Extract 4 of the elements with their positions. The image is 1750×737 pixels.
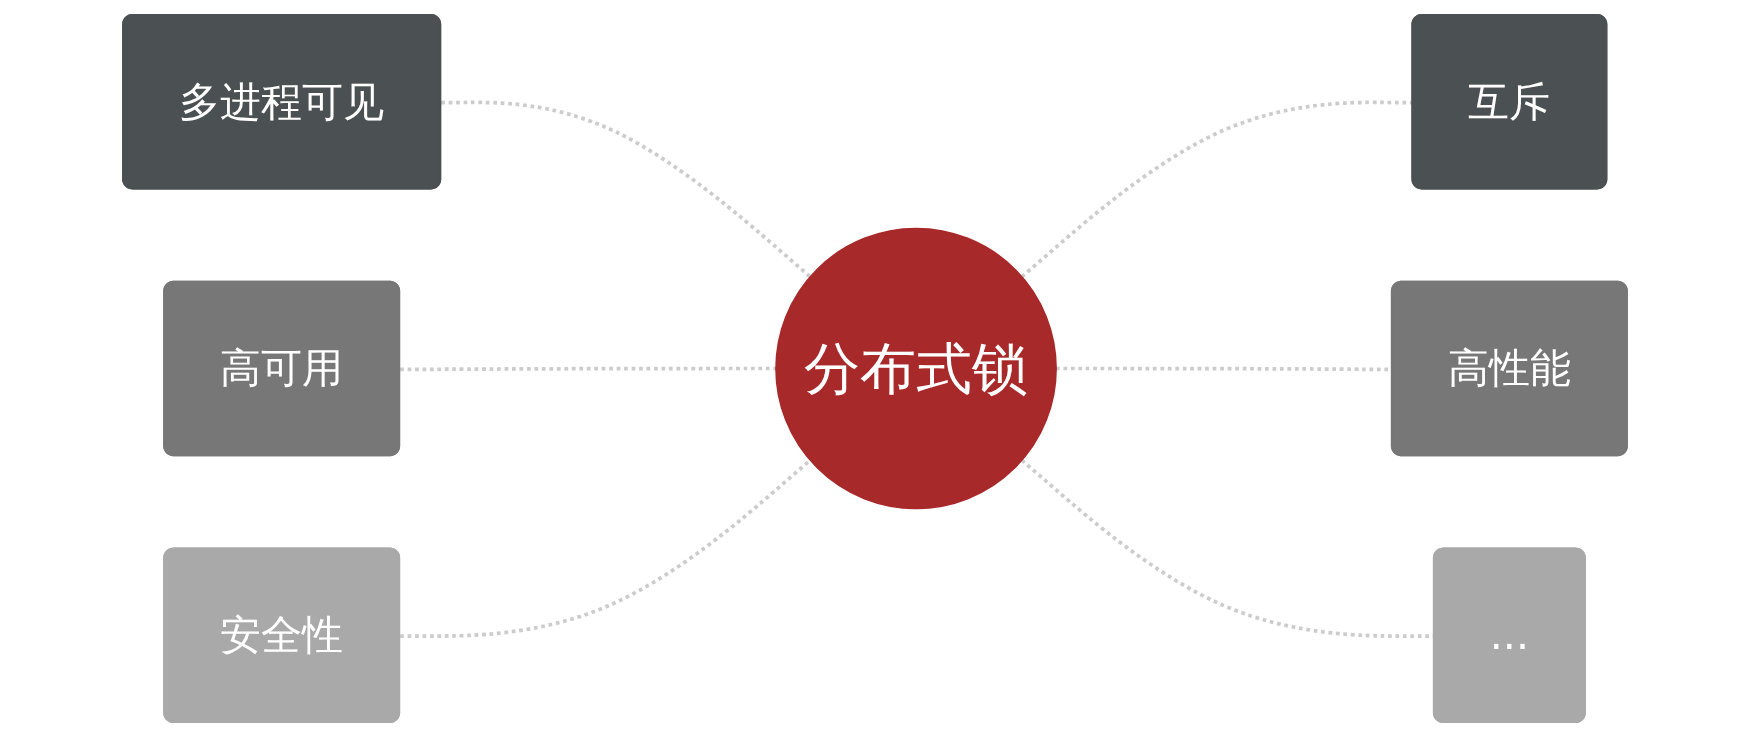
connector [441, 100, 812, 279]
connector [400, 458, 812, 639]
node-circle: 分布式锁 [775, 227, 1057, 510]
connector [400, 366, 777, 372]
